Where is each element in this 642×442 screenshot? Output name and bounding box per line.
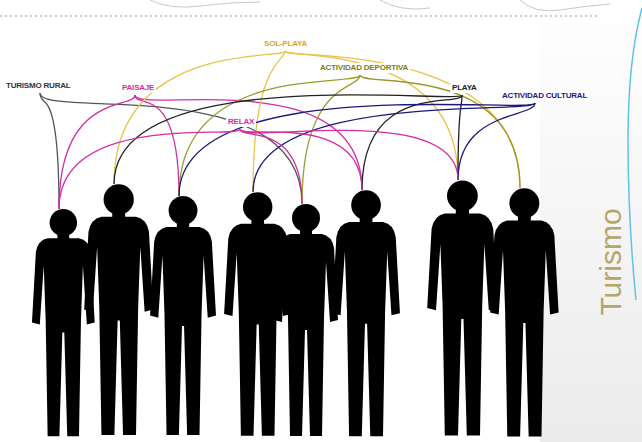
side-panel	[540, 0, 642, 442]
interest-label: ACTIVIDAD CULTURAL	[500, 91, 589, 101]
dotted-border	[0, 15, 600, 16]
interest-label: SOL-PLAYA	[262, 39, 309, 49]
vertical-title: Turismo	[594, 208, 628, 315]
interest-label: RELAX	[226, 117, 256, 127]
map-lines	[150, 0, 610, 11]
interest-label: ACTIVIDAD DEPORTIVA	[318, 63, 410, 73]
interest-label: PLAYA	[450, 83, 479, 93]
blue-border	[628, 8, 642, 300]
interest-label: TURISMO RURAL	[4, 81, 73, 91]
interest-label: PAISAJE	[120, 83, 156, 93]
people-silhouettes	[32, 180, 559, 436]
